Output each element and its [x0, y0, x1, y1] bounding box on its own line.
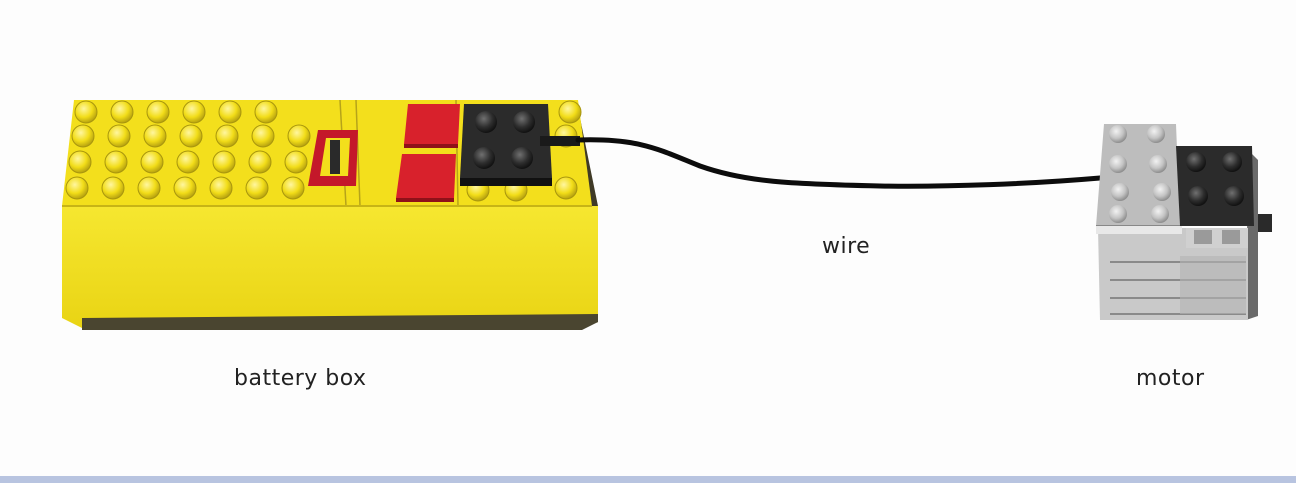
battery-stud — [179, 124, 203, 148]
battery-stud — [218, 100, 242, 124]
battery-stud — [104, 150, 128, 174]
battery-stud — [182, 100, 206, 124]
battery-stud — [146, 100, 170, 124]
battery-box-studs — [65, 100, 582, 202]
motor-top — [1096, 124, 1180, 226]
battery-stud — [176, 150, 200, 174]
battery-stud — [107, 124, 131, 148]
battery-stud — [245, 176, 269, 200]
battery-stud — [287, 124, 311, 148]
battery-stud — [140, 150, 164, 174]
battery-stud — [137, 176, 161, 200]
battery-switch — [308, 130, 358, 186]
battery-stud — [143, 124, 167, 148]
battery-red-button-top — [404, 104, 460, 144]
wire-label: wire — [822, 234, 871, 259]
motor-axle — [1258, 214, 1272, 232]
bottom-divider-bar — [0, 476, 1296, 483]
battery-stud — [173, 176, 197, 200]
battery-stud — [68, 150, 92, 174]
battery-stud — [212, 150, 236, 174]
battery-stud — [281, 176, 305, 200]
battery-box-front — [62, 206, 598, 328]
battery-stud — [251, 124, 275, 148]
battery-box-bottom-edge — [82, 314, 598, 330]
wire — [575, 137, 1189, 189]
battery-box-label: battery box — [234, 366, 367, 391]
battery-stud — [558, 100, 582, 124]
battery-stud — [284, 150, 308, 174]
battery-stud — [209, 176, 233, 200]
battery-stud — [110, 100, 134, 124]
battery-stud — [248, 150, 272, 174]
battery-stud — [101, 176, 125, 200]
battery-stud — [215, 124, 239, 148]
battery-stud — [65, 176, 89, 200]
battery-connector — [460, 104, 580, 186]
battery-box — [62, 99, 598, 330]
battery-stud — [71, 124, 95, 148]
battery-stud — [74, 100, 98, 124]
motor — [1096, 124, 1272, 320]
battery-stud — [554, 176, 578, 200]
battery-stud — [254, 100, 278, 124]
battery-red-button-bottom — [396, 154, 456, 198]
motor-label: motor — [1136, 366, 1205, 391]
motor-connector — [1176, 146, 1254, 226]
